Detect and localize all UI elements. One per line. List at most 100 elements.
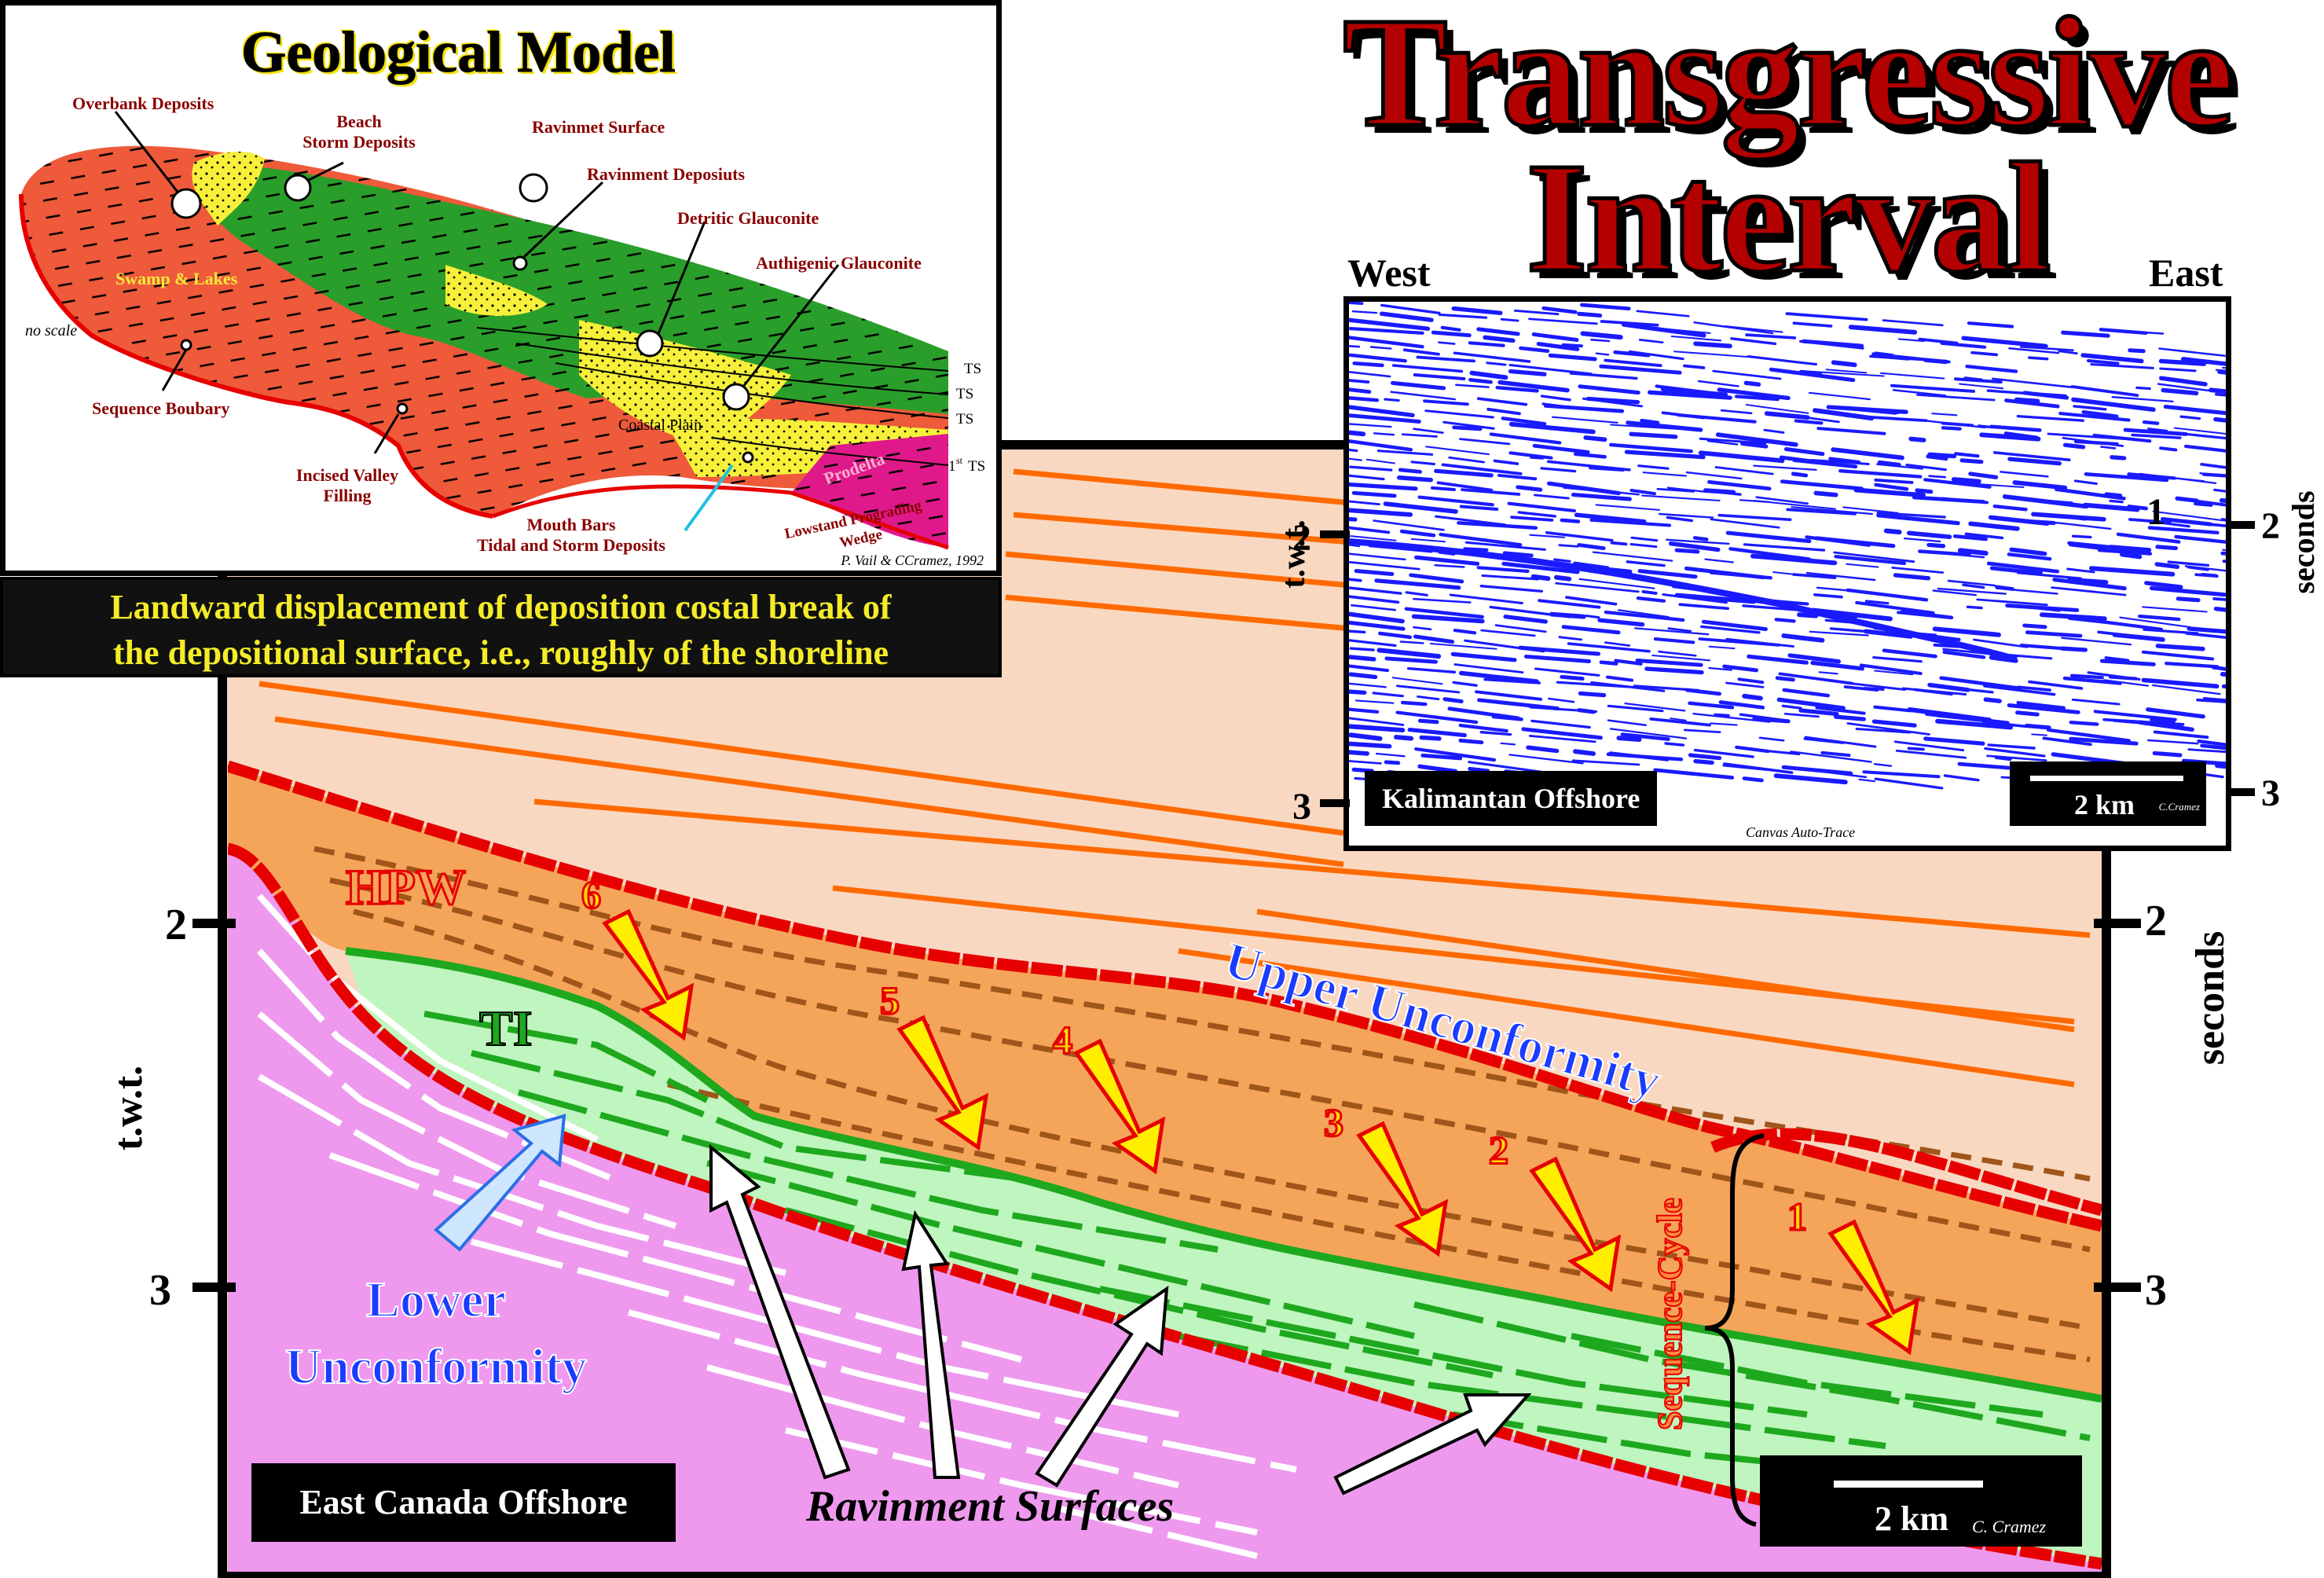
seismic-reflector — [1834, 555, 1907, 566]
seismic-reflector — [1469, 370, 1508, 380]
seismic-reflector — [1349, 317, 1431, 331]
seismic-reflector — [2187, 626, 2226, 634]
seismic-reflector — [1580, 331, 1623, 340]
seismic-reflector — [1486, 361, 1507, 366]
seismic-reflector — [1674, 548, 1700, 554]
seismic-reflector — [2215, 392, 2226, 397]
lower-unconformity-label-1: Lower — [366, 1272, 506, 1327]
seismic-reflector — [1693, 748, 1754, 758]
seismic-reflector — [1560, 674, 1585, 681]
seismic-reflector — [1699, 437, 1767, 445]
seismic-reflector — [2019, 644, 2066, 651]
seismic-reflector — [1642, 472, 1688, 477]
seismic-reflector — [1638, 339, 1664, 344]
lbl-beach-2: Storm Deposits — [302, 132, 416, 152]
seismic-reflector — [1697, 380, 1739, 387]
seismic-reflector — [1780, 479, 1864, 491]
lbl-ravinment-deposits: Ravinment Deposiuts — [587, 164, 746, 184]
seismic-reflector — [1776, 369, 1791, 372]
seismic-reflector — [1569, 372, 1638, 380]
seismic-reflector — [1538, 599, 1601, 609]
seismic-reflector — [1419, 735, 1442, 741]
seismic-reflector — [1349, 387, 1372, 394]
seismic-reflector — [1526, 745, 1560, 754]
seismic-reflector — [1595, 352, 1610, 356]
seismic-reflector — [1959, 458, 1984, 464]
seismic-reflector — [1350, 535, 1397, 541]
seismic-reflector — [2022, 519, 2056, 526]
main-tick-right-2: 2 — [2145, 897, 2167, 945]
seismic-reflector — [1620, 732, 1670, 741]
seismic-reflector — [1439, 532, 1523, 547]
seismic-reflector — [2102, 717, 2185, 726]
seismic-reflector — [2128, 348, 2146, 354]
sequence-cycle-brace — [1704, 1133, 1765, 1527]
seismic-reflector — [2058, 412, 2131, 422]
lbl-detritic: Detritic Glauconite — [677, 208, 819, 228]
seismic-reflector — [1401, 433, 1438, 438]
seismic-reflector — [1458, 438, 1511, 446]
seismic-reflector — [2007, 703, 2080, 714]
seismic-reflector — [2073, 439, 2119, 446]
seismic-reflector — [1940, 341, 1987, 349]
seismic-reflector — [2016, 700, 2066, 710]
seismic-reflector — [2184, 565, 2226, 572]
seismic-reflector — [1943, 774, 1980, 782]
seismic-reflector — [1912, 495, 1985, 505]
seismic-reflector — [1442, 697, 1464, 703]
seismic-reflector — [1877, 460, 1901, 467]
seismic-reflector — [1908, 436, 1926, 442]
seismic-reflector — [1843, 681, 1907, 692]
seismic-reflector — [1595, 504, 1660, 511]
seismic-reflector — [2153, 730, 2209, 739]
seismic-reflector — [1882, 648, 1937, 659]
seismic-reflector — [2221, 684, 2226, 689]
seismic-reflector — [1656, 487, 1695, 493]
seismic-reflector — [1349, 647, 1375, 651]
seismic-reflector — [2149, 585, 2226, 597]
seismic-reflector — [2158, 358, 2207, 366]
seismic-reflector — [1468, 766, 1490, 773]
seismic-reflector — [2081, 409, 2119, 419]
seismic-reflector — [1349, 717, 1405, 726]
geological-model-title: Geological Model — [241, 20, 676, 86]
seismic-reflector — [2213, 417, 2226, 423]
seismic-reflector — [1710, 722, 1738, 726]
seismic-reflector — [1609, 442, 1693, 453]
seismic-reflector — [1778, 672, 1854, 685]
seismic-reflector — [1629, 543, 1658, 549]
lower-unconformity-label-2: Unconformity — [285, 1338, 587, 1394]
lbl-mouth-1: Mouth Bars — [526, 515, 616, 534]
seismic-reflector — [2152, 510, 2226, 522]
seismic-reflector — [1577, 311, 1603, 318]
seismic-reflector — [1508, 369, 1547, 376]
seismic-reflector — [1527, 317, 1598, 325]
seismic-reflector — [2052, 578, 2127, 591]
seismic-reflector — [1863, 686, 1885, 691]
main-scale-text: 2 km — [1875, 1499, 1949, 1538]
seismic-reflector — [1528, 735, 1596, 743]
seismic-reflector — [1616, 736, 1642, 742]
seismic-reflector — [1414, 747, 1497, 762]
seismic-reflector — [1349, 448, 1358, 453]
seismic-reflector — [1893, 740, 1965, 752]
seismic-reflector — [1349, 405, 1415, 418]
seismic-reflector — [1450, 651, 1517, 662]
seismic-reflector — [1707, 479, 1772, 491]
seismic-reflector — [1585, 396, 1640, 405]
seismic-reflector — [1874, 777, 1944, 790]
seismic-reflector — [1407, 727, 1467, 738]
seismic-reflector — [2062, 442, 2086, 450]
seismic-reflector — [1476, 327, 1520, 336]
seismic-reflector — [1429, 643, 1497, 650]
seismic-reflector — [1942, 650, 1986, 659]
seismic-reflector — [2119, 616, 2191, 629]
seismic-reflector — [1853, 487, 1926, 498]
seismic-reflector — [1578, 578, 1655, 589]
seismic-reflector — [1979, 432, 2041, 442]
seismic-reflector — [2212, 597, 2226, 601]
seismic-reflector — [2167, 560, 2210, 567]
seismic-reflector — [1610, 424, 1684, 431]
seismic-reflector — [1874, 478, 1914, 484]
seismic-reflector — [1782, 688, 1831, 698]
